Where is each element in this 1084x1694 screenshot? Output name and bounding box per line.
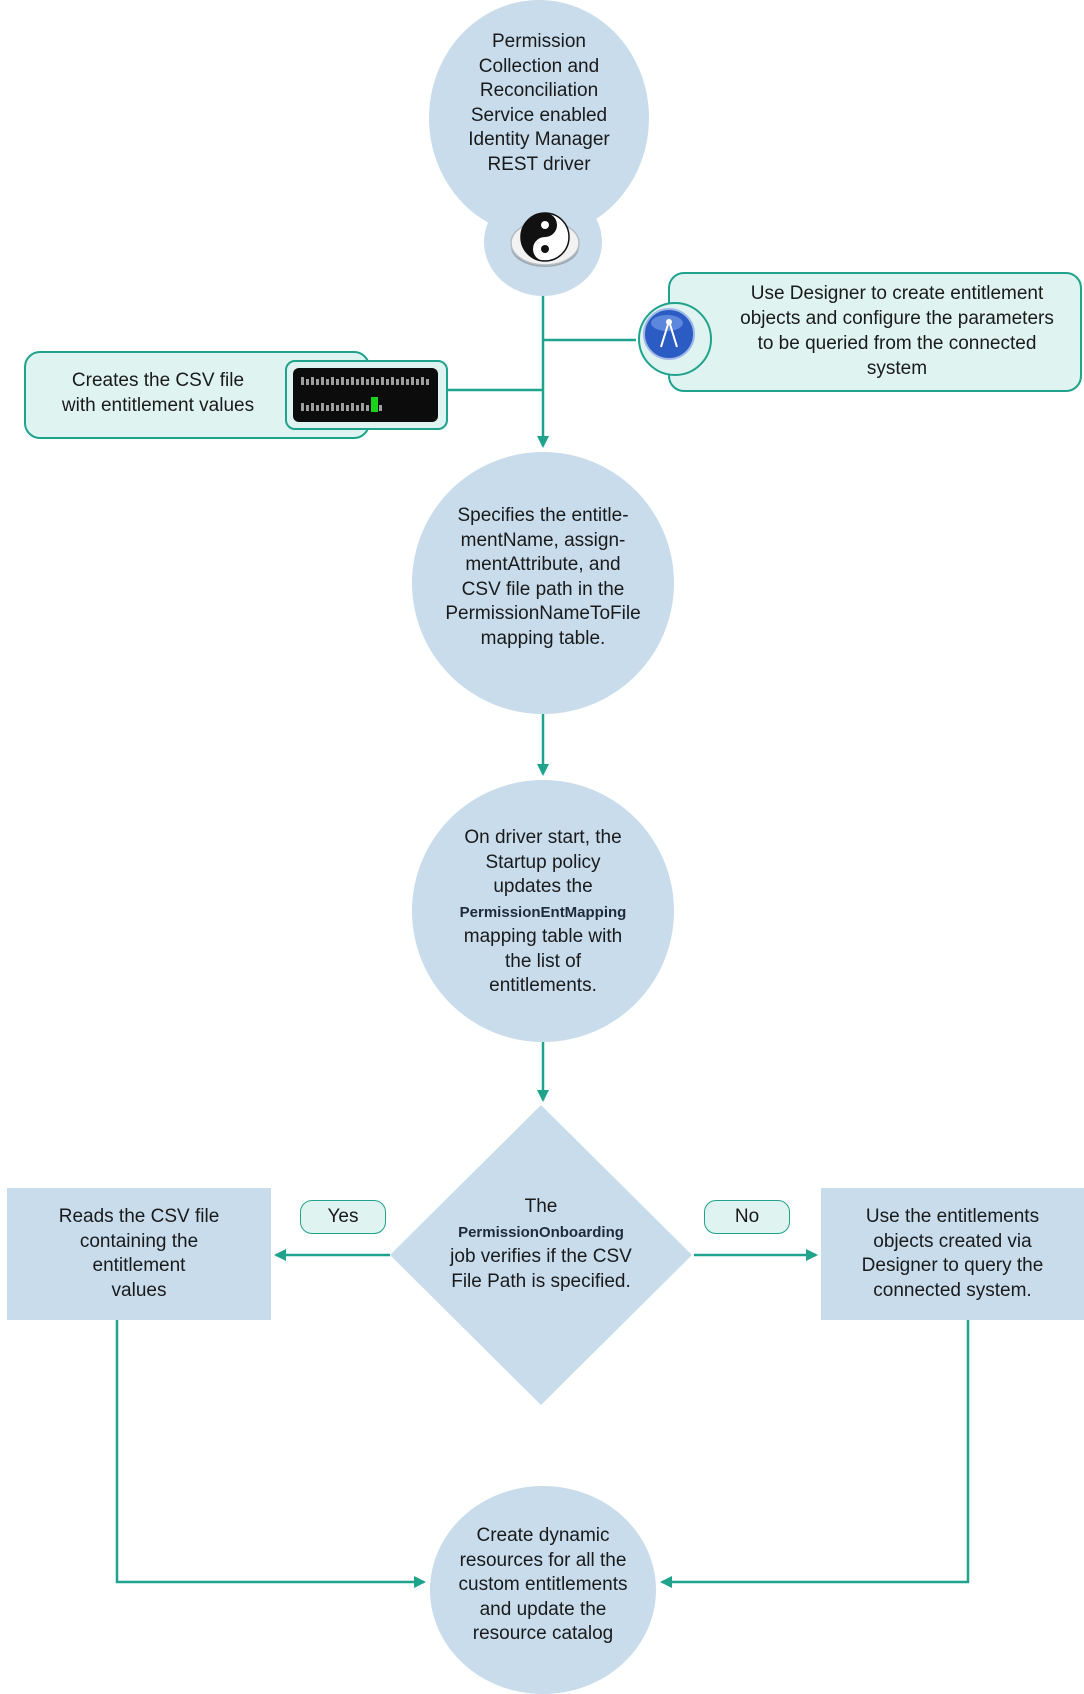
data-display-icon bbox=[285, 360, 448, 430]
final-node bbox=[430, 1486, 656, 1694]
no-label: No bbox=[704, 1200, 790, 1234]
arrow-no-to-final bbox=[660, 1318, 970, 1588]
yin-yang-icon bbox=[510, 212, 580, 267]
decision-diamond bbox=[390, 1105, 692, 1405]
arrow-yes-to-final bbox=[115, 1318, 426, 1588]
mapping-label: Specifies the entitle- mentName, assign-… bbox=[445, 505, 641, 649]
yes-branch-label: Reads the CSV file containing the entitl… bbox=[58, 1206, 220, 1301]
decision-label: The PermissionOnboarding job verifies if… bbox=[450, 1196, 632, 1292]
no-branch-box bbox=[821, 1188, 1084, 1320]
final-label: Create dynamic resources for all the cus… bbox=[458, 1525, 628, 1644]
yes-label: Yes bbox=[300, 1200, 386, 1234]
csv-note-text: Creates the CSV file with entitlement va… bbox=[61, 370, 255, 416]
yes-branch-box bbox=[7, 1188, 271, 1320]
driver-label: Permission Collection and Reconciliation… bbox=[468, 31, 610, 175]
no-branch-label: Use the entitlements objects created via… bbox=[861, 1206, 1044, 1301]
compass-icon bbox=[638, 302, 712, 376]
designer-note bbox=[668, 272, 1082, 392]
startup-node bbox=[412, 780, 674, 1042]
mapping-node bbox=[412, 452, 674, 714]
startup-label: On driver start, the Startup policy upda… bbox=[459, 827, 627, 996]
designer-note-text: Use Designer to create entitlement objec… bbox=[740, 283, 1054, 379]
